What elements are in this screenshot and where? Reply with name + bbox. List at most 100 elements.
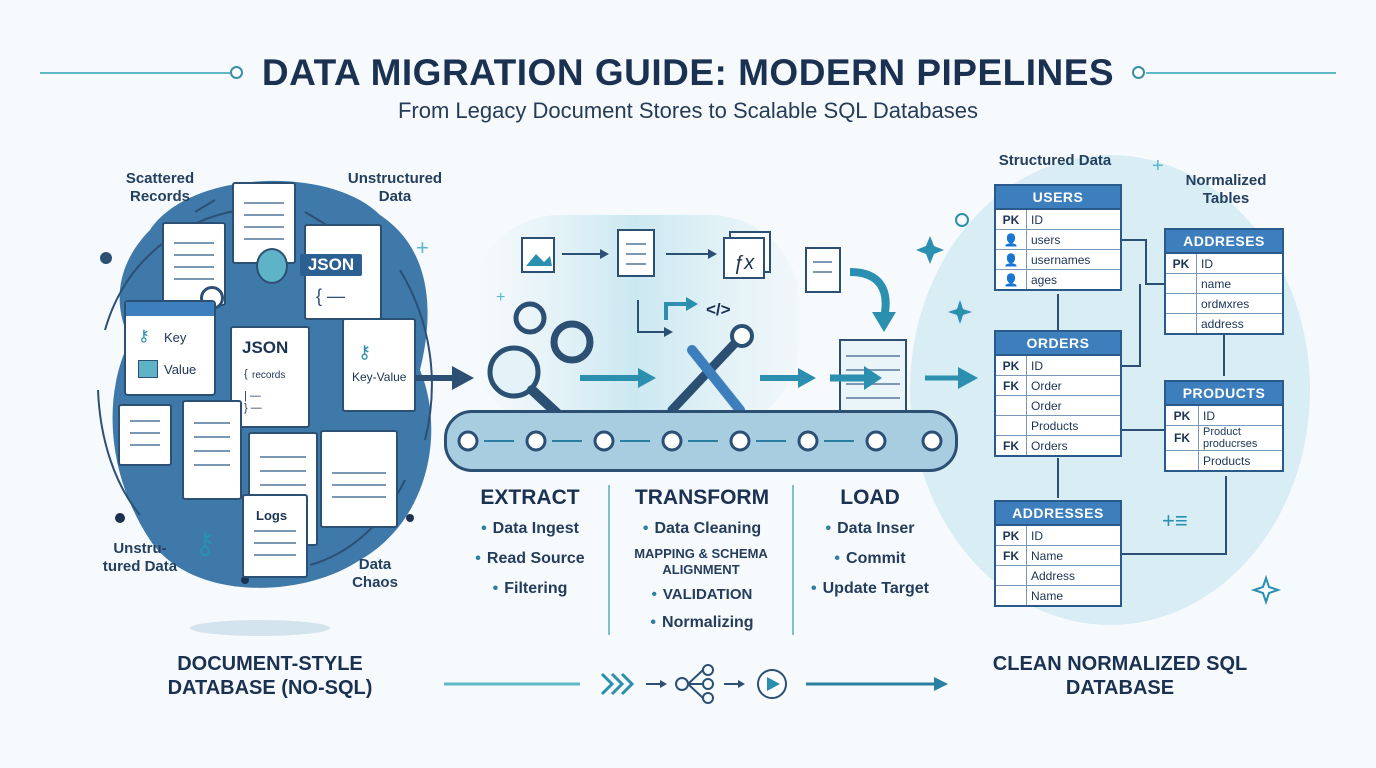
json-records-document: JSON { records | —} — — [230, 326, 310, 428]
table-title: USERS — [995, 185, 1121, 210]
json-badge: JSON — [300, 254, 362, 276]
svg-text:+: + — [416, 235, 429, 260]
page-title: DATA MIGRATION GUIDE: MODERN PIPELINES — [261, 52, 1115, 93]
chevrons-icon — [600, 672, 635, 696]
card-header — [126, 302, 214, 316]
transform-item: •Normalizing — [650, 614, 754, 631]
user-icon: 👤 — [995, 249, 1027, 270]
records-label: records — [252, 370, 286, 381]
add-table-icon: +≡ — [1162, 508, 1188, 533]
user-icon: 👤 — [995, 229, 1027, 250]
user-icon: 👤 — [995, 269, 1027, 290]
brace-icon: { — [244, 368, 248, 380]
load-item: •Commit — [834, 550, 906, 567]
table-title: ADDRESSES — [995, 501, 1121, 526]
page-subtitle: From Legacy Document Stores to Scalable … — [397, 98, 979, 123]
table-title: ORDERS — [995, 331, 1121, 356]
document-icon — [805, 247, 841, 293]
transform-item: •Data Cleaning — [642, 520, 762, 537]
value-label: Value — [164, 362, 197, 377]
load-item: •Data Inser — [825, 520, 915, 537]
code-lines-icon: | —} — — [244, 390, 262, 414]
chart-document-icon — [118, 404, 172, 466]
key-value-card: ⚷ Key Value — [124, 300, 216, 396]
stage-title-transform: TRANSFORM — [634, 486, 770, 509]
json-label: JSON — [242, 338, 289, 357]
conveyor-rollers — [457, 430, 943, 452]
table-icon — [138, 360, 158, 378]
key-icon: ⚷ — [138, 328, 150, 345]
title-deco-left — [40, 72, 230, 74]
stage-title-extract: EXTRACT — [480, 486, 580, 509]
table-row: Name — [995, 585, 1121, 606]
label-scattered-records: Scattered Records — [125, 170, 195, 205]
title-deco-dot-right — [1132, 66, 1145, 79]
table-row: Order — [995, 395, 1121, 416]
label-normalized-tables: Normalized Tables — [1185, 172, 1267, 207]
extract-item: •Filtering — [492, 580, 568, 597]
logs-document: Logs — [242, 494, 308, 578]
table-title: PRODUCTS — [1165, 381, 1283, 406]
table-row: name — [1165, 273, 1283, 294]
fx-label: ƒx — [733, 252, 755, 274]
balloon-icon — [256, 248, 288, 284]
load-item: •Update Target — [811, 580, 929, 597]
label-unstructured-bottom: Unstru-tured Data — [102, 540, 178, 575]
code-icon: </> — [706, 300, 731, 319]
label-sql-database: CLEAN NORMALIZED SQL DATABASE — [992, 653, 1248, 699]
key-icon: ⚷ — [194, 527, 216, 560]
table-row: Products — [1165, 450, 1283, 471]
svg-text:+: + — [1152, 155, 1164, 177]
key-label: Key — [164, 330, 187, 345]
code-document-icon — [182, 400, 242, 500]
key-value-document: ⚷ Key-Value — [342, 318, 416, 412]
extract-item: •Data Ingest — [481, 520, 579, 537]
svg-text:+: + — [496, 289, 505, 306]
extract-item: •Read Source — [475, 550, 585, 567]
table-row: 👤usernames — [995, 249, 1121, 270]
table-title: ADDRESES — [1165, 229, 1283, 254]
table-row: 👤ages — [995, 269, 1121, 290]
relationship-lines — [1057, 239, 1227, 555]
stage-divider — [608, 485, 610, 635]
function-icon — [723, 237, 765, 279]
key-icon: ⚷ — [358, 342, 372, 362]
label-unstructured-top: Unstructured Data — [347, 170, 443, 205]
table-row: address — [1165, 313, 1283, 334]
magnifier-icon — [487, 345, 541, 399]
json-document: JSON { — — [300, 224, 382, 320]
title-deco-right — [1146, 72, 1336, 74]
brace-icon: { — — [316, 286, 346, 306]
logs-label: Logs — [256, 508, 288, 523]
label-structured-data: Structured Data — [998, 152, 1112, 169]
screwdriver-icon — [687, 345, 745, 415]
key-value-label: Key-Value — [352, 370, 407, 384]
gear-icon — [513, 301, 547, 335]
network-icon — [675, 677, 689, 691]
label-data-chaos: Data Chaos — [352, 556, 398, 591]
stage-divider — [792, 485, 794, 635]
gear-icon — [550, 320, 594, 364]
bottom-flow — [444, 664, 948, 704]
curved-arrow-icon — [849, 268, 890, 319]
pipeline-icons — [487, 229, 907, 425]
transform-item: MAPPING & SCHEMA ALIGNMENT — [634, 546, 768, 577]
table-row: 👤users — [995, 229, 1121, 250]
shadow — [190, 620, 330, 636]
stage-title-load: LOAD — [840, 486, 900, 509]
table-row: ordмxres — [1165, 293, 1283, 314]
